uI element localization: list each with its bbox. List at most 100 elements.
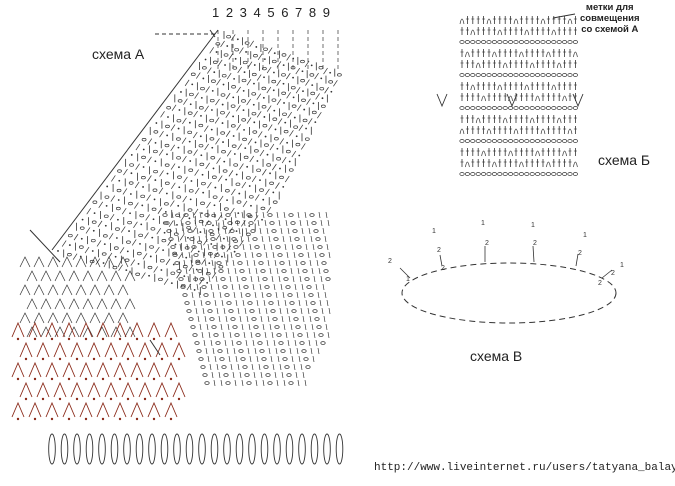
chain-stitch-mark	[230, 104, 236, 108]
stitch-mark	[202, 307, 205, 315]
stitch-mark	[297, 211, 300, 219]
stitch-mark	[207, 67, 212, 74]
slip-stitch-mark	[238, 192, 241, 195]
fan-stitch-mark	[54, 298, 66, 310]
chain-stitch-mark	[166, 106, 172, 110]
chain-stitch-mark	[287, 293, 293, 297]
slip-stitch-mark	[154, 179, 157, 181]
slip-stitch-mark	[250, 204, 252, 207]
stitch-mark	[61, 240, 67, 247]
stitch-mark	[300, 143, 306, 150]
slip-stitch-mark	[166, 153, 168, 156]
fan-stitch-mark	[103, 256, 115, 268]
chain-stitch-mark	[147, 265, 153, 270]
stitch-mark	[196, 227, 199, 235]
chain-stitch-mark	[288, 168, 294, 172]
border-motif-mark	[79, 401, 93, 418]
chain-stitch-mark	[535, 172, 541, 176]
stitch-mark	[163, 278, 169, 285]
stitch-number-label: 1	[406, 276, 410, 283]
stitch-mark	[95, 258, 101, 265]
stitch-mark	[187, 275, 190, 283]
stitch-mark	[239, 163, 244, 170]
chain-stitch-mark	[166, 229, 172, 233]
stitch-mark	[216, 307, 219, 315]
slip-stitch-mark	[283, 102, 285, 104]
slip-stitch-mark	[329, 71, 332, 74]
slip-stitch-mark	[264, 135, 267, 138]
chain-stitch-mark	[220, 131, 226, 135]
chain-stitch-mark	[502, 172, 508, 176]
stitch-mark	[296, 347, 299, 355]
slip-stitch-mark	[226, 199, 228, 202]
fan-stitch-mark	[459, 128, 465, 135]
fan-stitch-mark	[89, 256, 101, 268]
stitch-mark	[237, 143, 242, 150]
chain-stitch-mark	[310, 301, 316, 305]
slip-stitch-mark	[117, 199, 120, 201]
chain-stitch-mark	[274, 137, 279, 141]
chain-stitch-mark	[551, 40, 557, 44]
stitch-mark	[286, 307, 289, 315]
stitch-mark	[250, 275, 253, 283]
chain-stitch-mark	[297, 333, 303, 337]
chain-stitch-mark	[486, 40, 492, 44]
stitch-mark	[205, 162, 210, 170]
border-motif-dot	[33, 377, 37, 381]
chain-stitch-mark	[529, 40, 535, 44]
chain-stitch-mark	[188, 317, 194, 321]
slip-stitch-mark	[274, 128, 277, 131]
chain-stitch-mark	[551, 172, 557, 176]
stitch-mark	[284, 243, 287, 251]
stitch-mark	[318, 211, 321, 219]
stitch-mark	[279, 363, 282, 371]
chain-stitch-mark	[299, 341, 305, 345]
chain-stitch-mark	[115, 227, 120, 231]
chain-stitch-mark	[209, 232, 215, 237]
stitch-mark	[278, 219, 281, 227]
chain-stitch-mark	[248, 195, 254, 199]
slip-stitch-mark	[160, 269, 163, 271]
stitch-mark	[147, 138, 153, 145]
stitch-mark	[199, 211, 202, 219]
chain-stitch-mark	[281, 73, 286, 77]
fan-stitch-mark	[513, 128, 519, 135]
stitch-mark	[320, 219, 323, 227]
chain-stitch-mark	[193, 253, 199, 257]
ribbing-stitch-mark	[48, 433, 56, 465]
stitch-mark	[219, 235, 222, 243]
slip-stitch-mark	[298, 154, 301, 157]
chain-stitch-mark	[104, 195, 110, 199]
stitch-mark	[232, 259, 235, 267]
chain-stitch-mark	[470, 172, 476, 176]
chain-stitch-mark	[195, 259, 201, 264]
chain-stitch-mark	[216, 261, 222, 265]
chain-stitch-mark	[159, 259, 165, 263]
stitch-mark	[201, 258, 206, 265]
stitch-mark	[200, 299, 203, 307]
chain-stitch-mark	[459, 172, 465, 176]
chain-stitch-mark	[221, 150, 226, 154]
slip-stitch-mark	[266, 153, 269, 156]
stitch-mark	[309, 315, 312, 323]
chain-stitch-mark	[271, 98, 277, 102]
chain-stitch-mark	[540, 73, 546, 77]
chain-stitch-mark	[240, 357, 246, 361]
fan-stitch-mark	[26, 326, 38, 338]
chain-stitch-mark	[293, 125, 299, 129]
slip-stitch-mark	[252, 103, 255, 106]
stitch-mark	[232, 371, 235, 379]
slip-stitch-mark	[245, 51, 247, 53]
chain-stitch-mark	[222, 285, 228, 289]
stitch-mark	[306, 219, 309, 227]
chain-stitch-mark	[316, 325, 322, 329]
stitch-mark	[231, 188, 236, 196]
border-motif-mark	[62, 361, 76, 378]
chain-stitch-mark	[201, 181, 206, 186]
slip-stitch-mark	[279, 167, 281, 170]
chain-stitch-mark	[319, 253, 325, 257]
chain-stitch-mark	[491, 172, 497, 176]
fan-stitch-mark	[40, 298, 52, 310]
row-start-arrow	[209, 29, 216, 38]
chain-stitch-mark	[464, 73, 470, 77]
